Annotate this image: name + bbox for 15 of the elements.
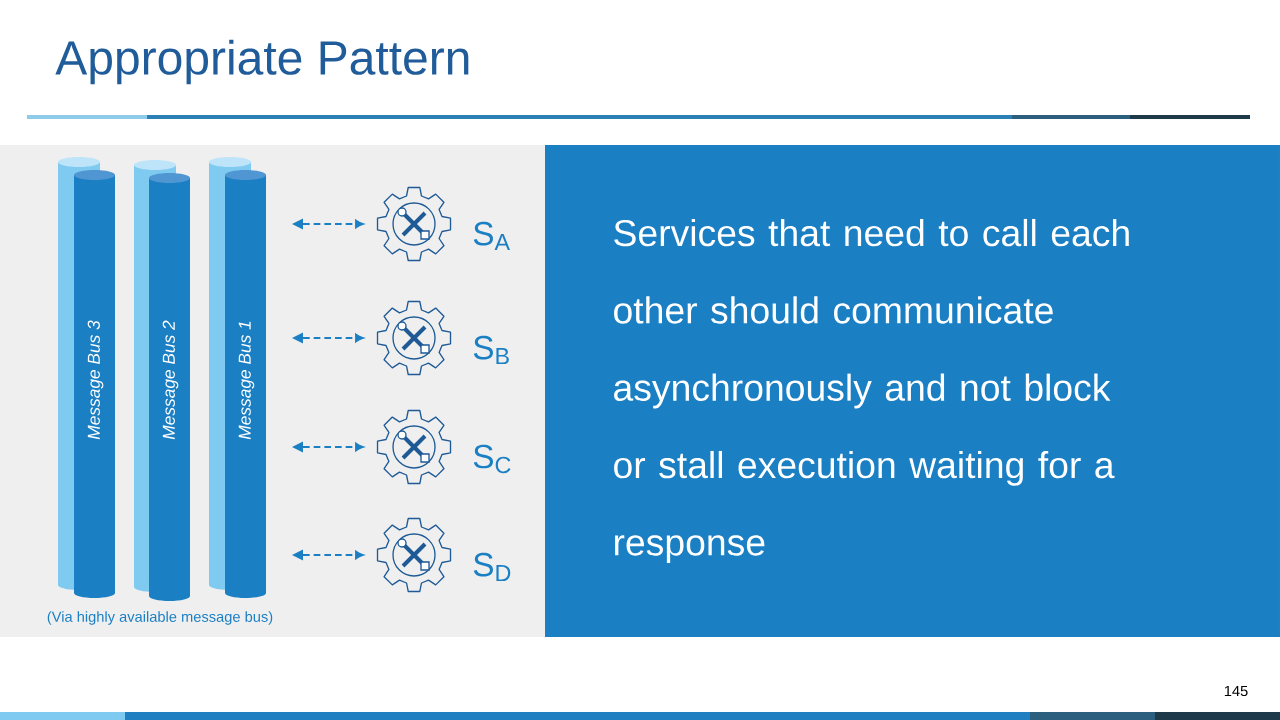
- page-number: 145: [1224, 685, 1248, 697]
- caption: (Via highly available message bus): [47, 611, 273, 625]
- service-label: S$_{B}$: [473, 335, 509, 365]
- cylinder: Message Bus 3: [58, 157, 115, 598]
- arrow: [292, 218, 364, 230]
- arrow: [292, 549, 364, 561]
- service-label: S$_{C}$: [473, 444, 511, 474]
- arrow: [292, 332, 364, 344]
- arrow: [292, 441, 364, 453]
- service-label: S$_{D}$: [473, 552, 511, 582]
- title: Appropriate Pattern: [55, 39, 469, 85]
- cylinder: Message Bus 2: [134, 160, 190, 601]
- text-panel: Services that need to call each other should communicate asynchronously and not block or stall execution waiting for a response: [545, 145, 1280, 637]
- service-label: S$_{A}$: [473, 221, 511, 251]
- cylinder: Message Bus 1: [209, 157, 266, 598]
